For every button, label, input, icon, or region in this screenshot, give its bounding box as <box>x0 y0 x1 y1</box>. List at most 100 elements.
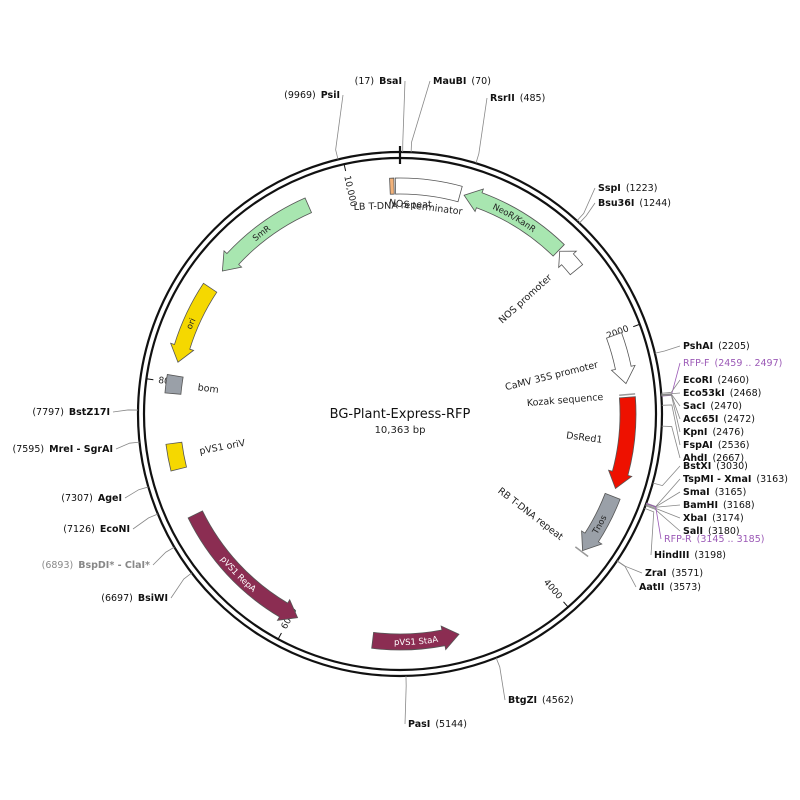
site-enzyme: ZraI <box>645 568 667 579</box>
site-mrei[interactable]: (7595)MreI - SgrAI <box>13 441 140 455</box>
tick-mark-4000 <box>563 601 569 608</box>
site-enzyme: FspAI <box>683 440 713 451</box>
feature-shape-nos-promoter <box>558 250 584 276</box>
site-pshai[interactable]: PshAI(2205) <box>654 341 750 354</box>
feature-camv[interactable]: CaMV 35S promoter <box>504 332 636 394</box>
site-leader-bstz17i <box>112 409 139 413</box>
site-acc65i[interactable]: Acc65I(2472) <box>661 394 755 425</box>
site-psti[interactable]: (9969)PsiI <box>284 90 344 160</box>
feature-label-repA: pVS1 RepA <box>218 555 258 595</box>
site-rfpr[interactable]: RFP-R(3145 .. 3185) <box>646 503 764 545</box>
site-bsu36i[interactable]: Bsu36I(1244) <box>579 198 671 224</box>
site-btgzi[interactable]: BtgZI (4562) <box>495 657 574 706</box>
site-leader-ahdi <box>661 425 681 459</box>
site-pasi[interactable]: PasI(5144) <box>404 675 467 730</box>
site-position: (3174) <box>712 513 744 524</box>
site-ecori[interactable]: EcoRI (2460) <box>661 375 750 394</box>
feature-rb[interactable]: RB T-DNA repeat <box>495 486 589 558</box>
site-ahdi[interactable]: AhdI(2667) <box>661 425 744 464</box>
site-label-xbai: XbaI(3174) <box>683 513 744 524</box>
site-enzyme: KpnI <box>683 427 707 438</box>
site-bstxi[interactable]: BstXI(3030) <box>652 461 748 487</box>
site-leader-ecori <box>661 379 681 394</box>
feature-shape-repA <box>187 510 299 621</box>
site-label-pasi: PasI(5144) <box>408 719 467 730</box>
feature-smr[interactable]: SmR <box>191 190 375 331</box>
site-maubi[interactable]: MauBI (70) <box>410 76 491 153</box>
site-leader-bsai <box>402 80 406 153</box>
feature-kozak[interactable]: Kozak sequence <box>526 392 636 409</box>
feature-label-kozak: Kozak sequence <box>526 392 603 409</box>
site-rsrii[interactable]: RsrII(485) <box>475 93 546 164</box>
site-label-smai: SmaI(3165) <box>683 487 746 498</box>
feature-dsred[interactable]: DsRed1 <box>566 396 637 490</box>
site-leader-acc65i <box>661 394 681 420</box>
site-position: (3198) <box>694 550 726 561</box>
site-enzyme: EcoRI <box>683 375 713 386</box>
site-leader-agei <box>124 486 149 499</box>
site-sali[interactable]: SalI(3180) <box>645 505 740 537</box>
site-position: (17) <box>355 76 375 87</box>
backbone-layer <box>136 146 664 678</box>
site-position: (4562) <box>542 695 574 706</box>
site-enzyme: MauBI <box>433 76 466 87</box>
site-label-bstxi: BstXI(3030) <box>683 461 748 472</box>
site-enzyme: BsaI <box>379 76 402 87</box>
site-eco53ki[interactable]: Eco53kI(2468) <box>661 388 761 399</box>
site-position: (2470) <box>710 401 742 412</box>
feature-label-dsred: DsRed1 <box>566 430 603 446</box>
site-aatii[interactable]: AatII(3573) <box>616 560 701 593</box>
site-bstz17i[interactable]: (7797)BstZ17I <box>32 407 139 418</box>
site-econi[interactable]: (7126)EcoNI <box>63 513 159 535</box>
site-position: (70) <box>471 76 491 87</box>
site-leader-sspi <box>576 187 596 222</box>
site-position: (7595) <box>13 444 45 455</box>
site-hindiii[interactable]: HindIII(3198) <box>644 507 726 561</box>
site-enzyme: BamHI <box>683 500 718 511</box>
site-enzyme: RFP-F <box>683 358 709 369</box>
site-xbai[interactable]: XbaI(3174) <box>645 504 744 524</box>
feature-stA[interactable]: pVS1 StaA <box>306 610 523 651</box>
feature-nos-promoter[interactable]: NOS promoter <box>497 250 584 326</box>
feature-pvs1-oriv[interactable]: pVS1 oriV <box>165 438 247 472</box>
site-label-acc65i: Acc65I(2472) <box>683 414 755 425</box>
site-label-zrai: ZraI(3571) <box>645 568 703 579</box>
feature-nos-term[interactable]: NOS terminator <box>388 177 463 218</box>
feature-tnos[interactable]: Tnos <box>536 430 631 601</box>
feature-shape-dsred <box>607 396 637 490</box>
tick-mark-6000 <box>277 632 282 640</box>
site-label-rfpf: RFP-F(2459 .. 2497) <box>683 358 782 369</box>
site-sspi[interactable]: SspI(1223) <box>576 183 657 222</box>
site-label-econi: (7126)EcoNI <box>63 524 130 535</box>
site-kpni[interactable]: KpnI(2476) <box>661 394 744 438</box>
site-enzyme: AgeI <box>98 493 122 504</box>
site-bamhi[interactable]: BamHI(3168) <box>645 500 755 511</box>
site-label-tspmi: TspMI - XmaI(3163) <box>683 474 788 485</box>
site-label-fspai: FspAI(2536) <box>683 440 749 451</box>
feature-repA[interactable]: pVS1 RepA <box>172 450 362 642</box>
site-bspdi[interactable]: (6893)BspDI* - ClaI* <box>42 546 175 571</box>
site-enzyme: BtgZI <box>508 695 537 706</box>
site-leader-kpni <box>661 394 681 433</box>
site-leader-pshai <box>654 345 681 354</box>
site-leader-sali <box>645 505 681 532</box>
site-position: (485) <box>520 93 546 104</box>
feature-ori[interactable]: ori <box>169 240 258 430</box>
site-bsiwi[interactable]: (6697)BsiWI <box>101 572 192 604</box>
site-fspai[interactable]: FspAI(2536) <box>661 404 750 451</box>
site-leader-zrai <box>616 560 643 574</box>
feature-shape-pvs1-oriv <box>165 441 187 472</box>
site-agei[interactable]: (7307)AgeI <box>61 486 149 504</box>
feature-bom[interactable]: bom <box>164 373 219 396</box>
site-label-aatii: AatII(3573) <box>639 582 701 593</box>
site-bsai[interactable]: (17) BsaI <box>355 76 406 153</box>
feature-shape-tnos <box>581 492 621 552</box>
site-position: (6893) <box>42 560 74 571</box>
tick-label-4000: 4000 <box>541 578 564 602</box>
site-position: (2460) <box>718 375 750 386</box>
feature-shape-lb <box>389 177 395 195</box>
site-leader-bsu36i <box>579 202 596 224</box>
site-position: (3030) <box>716 461 748 472</box>
site-label-bamhi: BamHI(3168) <box>683 500 755 511</box>
feature-lb[interactable]: LB T-DNA repeat <box>353 177 432 213</box>
